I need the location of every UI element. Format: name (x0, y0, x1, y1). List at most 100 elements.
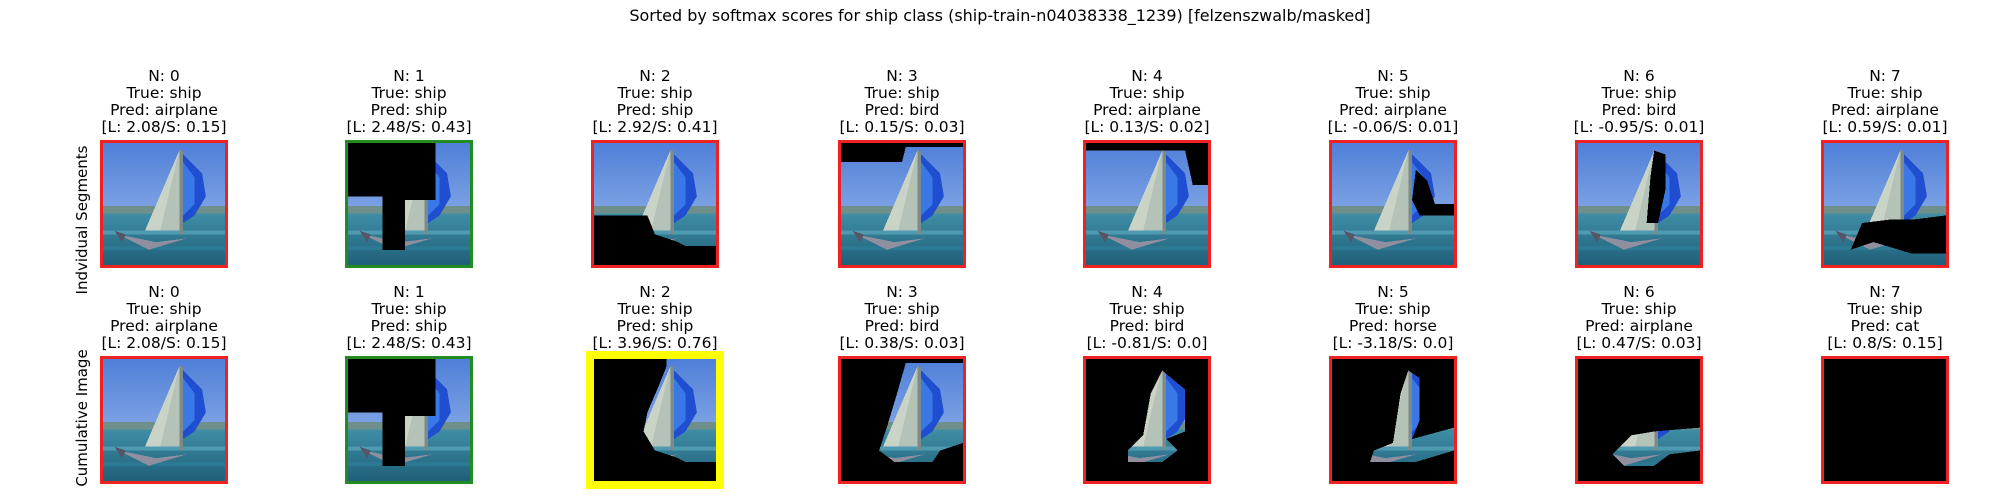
panel-true-label-text: True: ship (371, 84, 447, 102)
masked-image (1083, 140, 1211, 268)
panel-score-text: [L: 0.8/S: 0.15] (1827, 334, 1943, 352)
panel-index-text: N: 0 (148, 67, 180, 85)
panel-score-text: [L: 2.08/S: 0.15] (101, 118, 227, 136)
masked-image (1821, 356, 1949, 484)
panel-index-text: N: 0 (148, 283, 180, 301)
masked-image (591, 140, 719, 268)
masked-image (1821, 140, 1949, 268)
panel-score-text: [L: 2.48/S: 0.43] (346, 118, 472, 136)
panel-pred-label-text: Pred: bird (864, 317, 940, 335)
panel-true-label-text: True: ship (126, 300, 202, 318)
masked-image (100, 140, 228, 268)
panel-pred-label-text: Pred: bird (1601, 101, 1677, 119)
panel-true-label-text: True: ship (864, 84, 940, 102)
masked-image (1575, 140, 1703, 268)
panel-true-label-text: True: ship (371, 300, 447, 318)
masked-image (1083, 356, 1211, 484)
panel-true-label-text: True: ship (1601, 300, 1677, 318)
masked-image (838, 140, 966, 268)
panel-score-text: [L: 2.92/S: 0.41] (592, 118, 718, 136)
panel-pred-label-text: Pred: ship (616, 317, 694, 335)
panel-index-text: N: 2 (639, 67, 671, 85)
panel-pred-label-text: Pred: airplane (110, 317, 218, 335)
panel-index-text: N: 5 (1377, 283, 1409, 301)
figure-title: Sorted by softmax scores for ship class … (629, 6, 1371, 25)
masked-image (1575, 356, 1703, 484)
panel-score-text: [L: 0.15/S: 0.03] (839, 118, 965, 136)
panel-index-text: N: 7 (1869, 67, 1901, 85)
panel-score-text: [L: 0.38/S: 0.03] (839, 334, 965, 352)
masked-image (838, 356, 966, 484)
panel-true-label-text: True: ship (1601, 84, 1677, 102)
panel-true-label-text: True: ship (1847, 300, 1923, 318)
panel-score-text: [L: -3.18/S: 0.0] (1332, 334, 1454, 352)
panel-score-text: [L: -0.06/S: 0.01] (1327, 118, 1459, 136)
panel-pred-label-text: Pred: airplane (1831, 101, 1939, 119)
masked-image (345, 140, 473, 268)
panel-pred-label-text: Pred: cat (1850, 317, 1920, 335)
row-label-cumulative-image: Cumulative Image (73, 349, 91, 487)
panel-index-text: N: 6 (1623, 67, 1655, 85)
panel-true-label-text: True: ship (1355, 300, 1431, 318)
panel-index-text: N: 1 (393, 283, 425, 301)
panel-true-label-text: True: ship (617, 84, 693, 102)
panel-index-text: N: 7 (1869, 283, 1901, 301)
panel-pred-label-text: Pred: airplane (110, 101, 218, 119)
panel-score-text: [L: 0.13/S: 0.02] (1084, 118, 1210, 136)
panel-index-text: N: 6 (1623, 283, 1655, 301)
panel-score-text: [L: -0.81/S: 0.0] (1086, 334, 1208, 352)
masked-image (1329, 356, 1457, 484)
panel-pred-label-text: Pred: bird (1109, 317, 1185, 335)
panel-index-text: N: 3 (886, 283, 918, 301)
panel-score-text: [L: 0.59/S: 0.01] (1822, 118, 1948, 136)
panel-true-label-text: True: ship (1109, 300, 1185, 318)
panel-pred-label-text: Pred: airplane (1093, 101, 1201, 119)
row-label-individual-segments: Indvidual Segments (73, 145, 91, 295)
panel-index-text: N: 1 (393, 67, 425, 85)
panel-index-text: N: 2 (639, 283, 671, 301)
masked-image (1329, 140, 1457, 268)
panel-score-text: [L: -0.95/S: 0.01] (1573, 118, 1705, 136)
panel-pred-label-text: Pred: horse (1349, 317, 1437, 335)
panel-score-text: [L: 0.47/S: 0.03] (1576, 334, 1702, 352)
panel-true-label-text: True: ship (864, 300, 940, 318)
panel-score-text: [L: 3.96/S: 0.76] (592, 334, 718, 352)
panel-true-label-text: True: ship (617, 300, 693, 318)
panel-index-text: N: 3 (886, 67, 918, 85)
masked-image (100, 356, 228, 484)
panel-pred-label-text: Pred: ship (370, 317, 448, 335)
panel-index-text: N: 5 (1377, 67, 1409, 85)
panel-true-label-text: True: ship (126, 84, 202, 102)
panel-true-label-text: True: ship (1355, 84, 1431, 102)
masked-image (586, 351, 724, 489)
panel-score-text: [L: 2.48/S: 0.43] (346, 334, 472, 352)
